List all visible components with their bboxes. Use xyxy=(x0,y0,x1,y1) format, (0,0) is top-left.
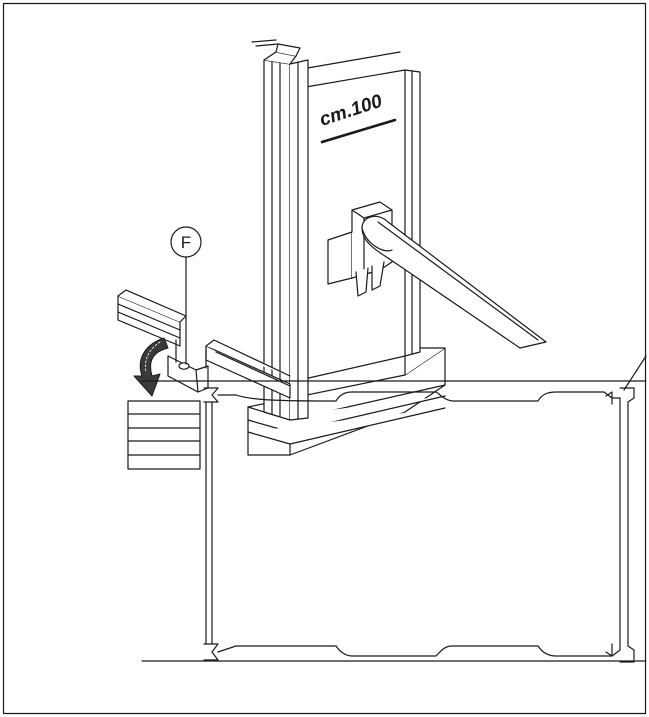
left-end-cap xyxy=(203,387,219,661)
hinged-plate xyxy=(167,339,209,393)
callout-f: F xyxy=(170,226,202,365)
dimension-underline xyxy=(320,118,397,144)
callout-label: F xyxy=(181,233,191,252)
rod-handle xyxy=(361,215,547,349)
front-post-profile xyxy=(251,39,309,421)
wooden-base-block xyxy=(247,347,446,456)
diagonal-edge-line xyxy=(623,355,647,391)
panel-cross-section xyxy=(127,355,647,663)
left-beam xyxy=(117,289,187,347)
upright-post-assembly: cm.100 xyxy=(117,39,547,456)
stacked-boards xyxy=(127,400,201,470)
rotation-arrow-icon xyxy=(133,337,169,397)
profile-outline xyxy=(217,391,621,657)
right-end-cap xyxy=(605,387,635,663)
plate-hole xyxy=(178,362,190,370)
